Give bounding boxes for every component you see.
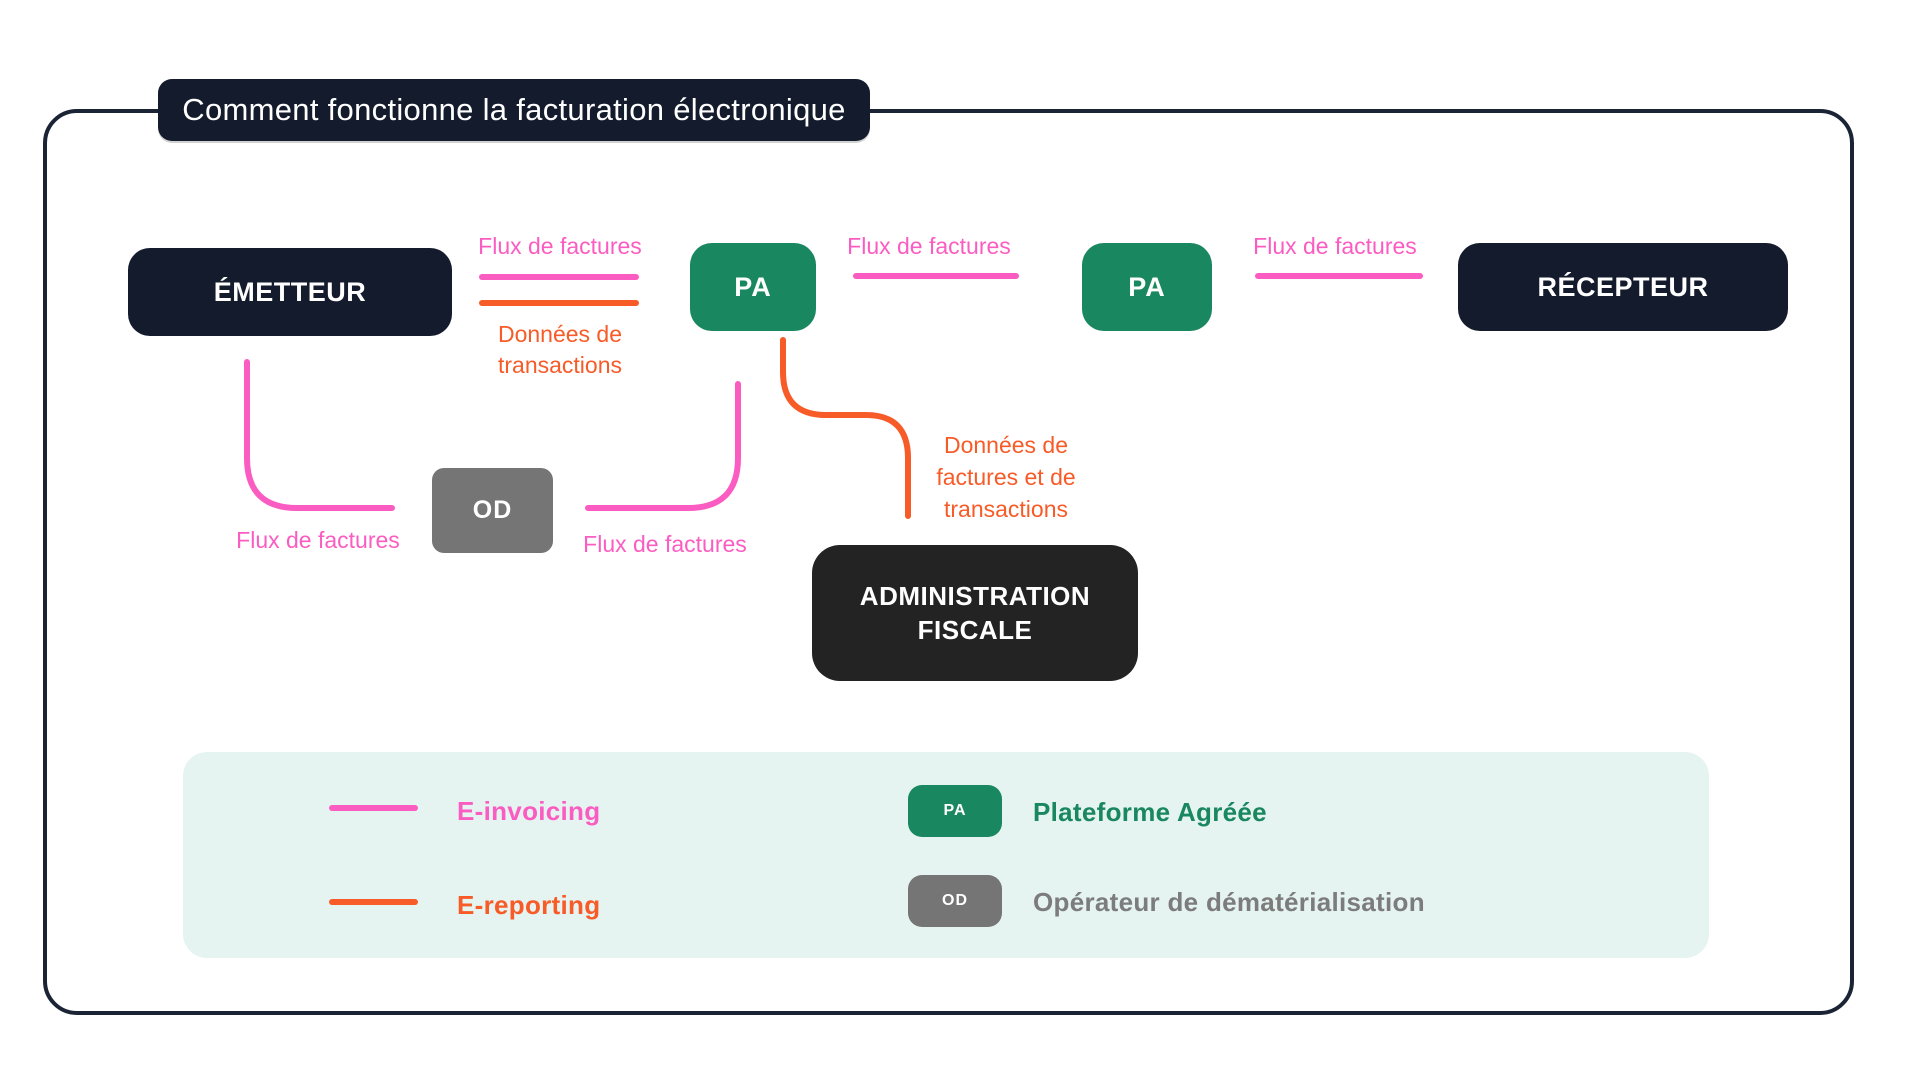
legend-e-invoicing-arrow-icon xyxy=(329,805,418,811)
edge-label-flux-od-pa: Flux de factures xyxy=(583,531,747,557)
node-recepteur-label: RÉCEPTEUR xyxy=(1537,271,1709,302)
legend-od-badge-text: OD xyxy=(942,892,968,909)
node-emetteur-label: ÉMETTEUR xyxy=(213,276,367,307)
node-pa-1-label: PA xyxy=(734,271,772,302)
page-title: Comment fonctionne la facturation électr… xyxy=(158,79,870,141)
node-od-label: OD xyxy=(472,496,513,524)
edge-label-flux-pa-recepteur: Flux de factures xyxy=(1253,233,1417,259)
node-od: OD xyxy=(432,468,553,553)
edge-label-flux-emetteur-pa: Flux de factures xyxy=(478,233,642,259)
edge-label-flux-emetteur-od: Flux de factures xyxy=(236,527,400,553)
edge-label-donnees-transactions: Données de transactions xyxy=(497,321,623,378)
node-pa-2-label: PA xyxy=(1128,271,1166,302)
legend-od-label: Opérateur de dématérialisation xyxy=(1033,887,1425,917)
page-title-text: Comment fonctionne la facturation électr… xyxy=(182,92,846,127)
node-emetteur: ÉMETTEUR xyxy=(128,248,452,336)
legend-panel: E-invoicing E-reporting PA Plateforme Ag… xyxy=(183,752,1709,958)
node-pa-2: PA xyxy=(1082,243,1212,331)
edge-label-flux-pa-pa: Flux de factures xyxy=(847,233,1011,259)
legend-pa-badge: PA xyxy=(908,785,1002,837)
legend-pa-label: Plateforme Agréée xyxy=(1033,797,1267,827)
node-pa-1: PA xyxy=(690,243,816,331)
legend-od-badge: OD xyxy=(908,875,1002,927)
node-administration-fiscale: ADMINISTRATION FISCALE xyxy=(812,545,1138,681)
legend-pa-badge-text: PA xyxy=(943,802,967,819)
legend-e-reporting-arrow-icon xyxy=(329,899,418,905)
edge-label-donnees-factures-transactions: Données de factures et de transactions xyxy=(936,432,1076,522)
node-administration-fiscale-label: ADMINISTRATION FISCALE xyxy=(859,581,1091,645)
legend-e-reporting-label: E-reporting xyxy=(457,890,601,920)
node-recepteur: RÉCEPTEUR xyxy=(1458,243,1788,331)
legend-e-invoicing-label: E-invoicing xyxy=(457,796,601,826)
